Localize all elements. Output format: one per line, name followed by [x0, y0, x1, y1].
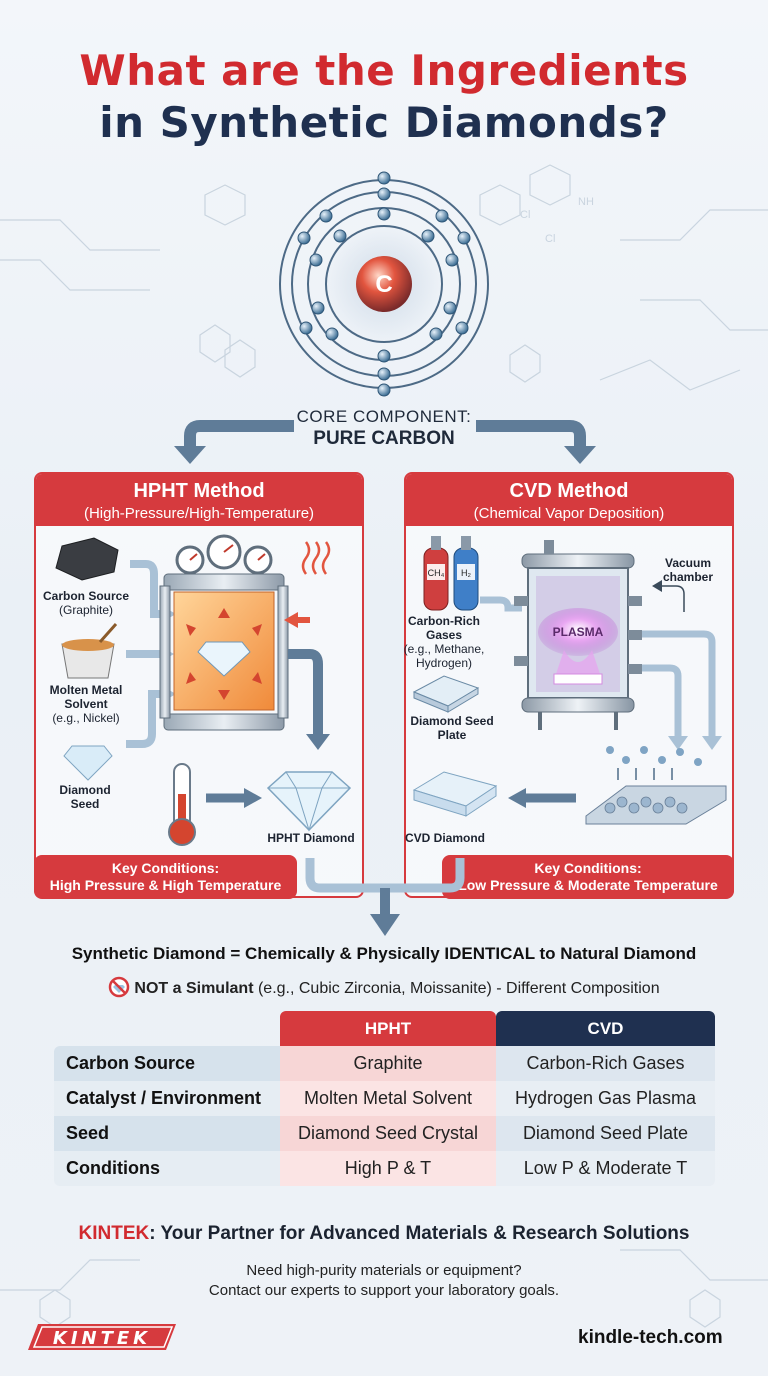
hpht-conditions-title: Key Conditions: — [111, 860, 220, 876]
cvd-conditions-text: Low Pressure & Moderate Temperature — [458, 877, 718, 893]
svg-text:NH: NH — [578, 196, 594, 208]
cvd-panel-header: CVD Method (Chemical Vapor Deposition) — [406, 474, 732, 526]
identical-statement: Synthetic Diamond = Chemically & Physica… — [71, 944, 697, 963]
diamond-seed-label-1: Diamond — [59, 783, 111, 797]
carbon-rich-gases-label: Carbon-Rich Gases — [408, 614, 480, 642]
svg-text:Cl: Cl — [520, 209, 530, 221]
table-corner — [54, 1011, 280, 1046]
cvd-subtitle: (Chemical Vapor Deposition) — [473, 505, 665, 522]
gas-cylinder-ch4-icon — [423, 536, 449, 611]
hpht-diamond-icon — [266, 771, 352, 832]
hpht-diamond-label: HPHT Diamond — [267, 831, 355, 845]
hpht-panel-header: HPHT Method (High-Pressure/High-Temperat… — [36, 474, 362, 526]
cvd-cell: Carbon-Rich Gases — [496, 1046, 715, 1081]
molten-metal-label: Molten Metal — [49, 683, 123, 697]
seed-plate-label-2: Plate — [437, 728, 467, 742]
gases-sub-1: (e.g., Methane, — [403, 642, 485, 656]
carbon-source-label: Carbon Source — [42, 589, 129, 603]
hpht-process-diagram — [55, 534, 352, 846]
plasma-label: PLASMA — [552, 625, 604, 639]
carbon-source-sub: (Graphite) — [58, 603, 114, 617]
table-row: Conditions High P & T Low P & Moderate T — [54, 1151, 715, 1186]
hpht-subtitle: (High-Pressure/High-Temperature) — [83, 505, 315, 522]
contact-text: Need high-purity materials or equipment?… — [0, 1261, 768, 1301]
page-title-line-1: What are the Ingredients — [79, 46, 689, 95]
hpht-title: HPHT Method — [133, 480, 265, 502]
cvd-key-conditions: Key Conditions: Low Pressure & Moderate … — [442, 855, 734, 899]
table-row: Catalyst / Environment Molten Metal Solv… — [54, 1081, 715, 1116]
cvd-title: CVD Method — [509, 480, 629, 502]
hpht-key-conditions: Key Conditions: High Pressure & High Tem… — [34, 855, 297, 899]
vacuum-label-2: chamber — [662, 570, 714, 584]
cvd-cell: Diamond Seed Plate — [496, 1116, 715, 1151]
arrow-down-icon — [370, 914, 400, 936]
carbon-nucleus — [356, 256, 412, 312]
hpht-cell: Molten Metal Solvent — [280, 1081, 496, 1116]
gases-sub-2: Hydrogen) — [415, 656, 473, 670]
row-label: Seed — [54, 1116, 280, 1151]
svg-text:CH₄: CH₄ — [428, 568, 445, 578]
merge-arrow — [305, 858, 465, 936]
core-component-label: CORE COMPONENT: — [296, 407, 472, 426]
page-title-line-2: in Synthetic Diamonds? — [99, 98, 669, 147]
no-simulant-icon — [109, 976, 130, 998]
arrow-left-icon — [174, 446, 206, 464]
hpht-conditions-text: High Pressure & High Temperature — [49, 877, 282, 893]
simulant-rest: (e.g., Cubic Zirconia, Moissanite) - Dif… — [253, 980, 660, 997]
carbon-atom-illustration: C — [279, 171, 489, 397]
heat-waves-icon — [301, 541, 331, 575]
carbon-symbol: C — [375, 271, 392, 298]
contact-line-1: Need high-purity materials or equipment? — [246, 1262, 522, 1279]
table-row: Carbon Source Graphite Carbon-Rich Gases — [54, 1046, 715, 1081]
contact-line-2: Contact our experts to support your labo… — [208, 1282, 560, 1299]
graphite-icon — [55, 537, 119, 581]
core-split-arrows — [174, 420, 596, 464]
kintek-logo[interactable]: KINTEK — [28, 1322, 178, 1352]
diamond-seed-label-2: Seed — [70, 797, 100, 811]
solvent-label: Solvent — [64, 697, 108, 711]
svg-text:H₂: H₂ — [461, 568, 471, 578]
svg-text:Cl: Cl — [545, 233, 555, 245]
simulant-bold: NOT a Simulant — [134, 980, 254, 997]
row-label: Carbon Source — [54, 1046, 280, 1081]
kintek-brand-text: KINTEK — [78, 1223, 150, 1244]
table-row: Seed Diamond Seed Crystal Diamond Seed P… — [54, 1116, 715, 1151]
cvd-cell: Low P & Moderate T — [496, 1151, 715, 1186]
hpht-cell: Diamond Seed Crystal — [280, 1116, 496, 1151]
simulant-note: NOT a Simulant (e.g., Cubic Zirconia, Mo… — [0, 976, 768, 998]
cvd-process-diagram: CH₄ H₂ — [412, 536, 727, 825]
table-header-cvd: CVD — [496, 1011, 715, 1046]
diamond-seed-icon — [63, 745, 113, 781]
hpht-cell: High P & T — [280, 1151, 496, 1186]
row-label: Catalyst / Environment — [54, 1081, 280, 1116]
vacuum-label-1: Vacuum — [664, 556, 712, 570]
gas-cylinder-h2-icon — [453, 536, 479, 611]
row-label: Conditions — [54, 1151, 280, 1186]
arrow-right-icon — [564, 446, 596, 464]
hpht-cell: Graphite — [280, 1046, 496, 1081]
svg-text:KINTEK: KINTEK — [53, 1328, 151, 1349]
solvent-sub: (e.g., Nickel) — [52, 711, 120, 725]
seed-plate-label-1: Diamond Seed — [410, 714, 494, 728]
comparison-table: HPHT CVD Carbon Source Graphite Carbon-R… — [54, 1011, 715, 1186]
cvd-cell: Hydrogen Gas Plasma — [496, 1081, 715, 1116]
kintek-tagline: KINTEK: Your Partner for Advanced Materi… — [0, 1223, 768, 1245]
cvd-conditions-title: Key Conditions: — [534, 860, 642, 876]
table-header-hpht: HPHT — [280, 1011, 496, 1046]
cvd-diamond-icon — [412, 771, 498, 817]
cvd-diamond-label: CVD Diamond — [404, 831, 485, 845]
website-link[interactable]: kindle-tech.com — [578, 1327, 723, 1348]
pure-carbon-label: PURE CARBON — [313, 428, 455, 449]
kintek-tagline-text: : Your Partner for Advanced Materials & … — [149, 1223, 690, 1244]
